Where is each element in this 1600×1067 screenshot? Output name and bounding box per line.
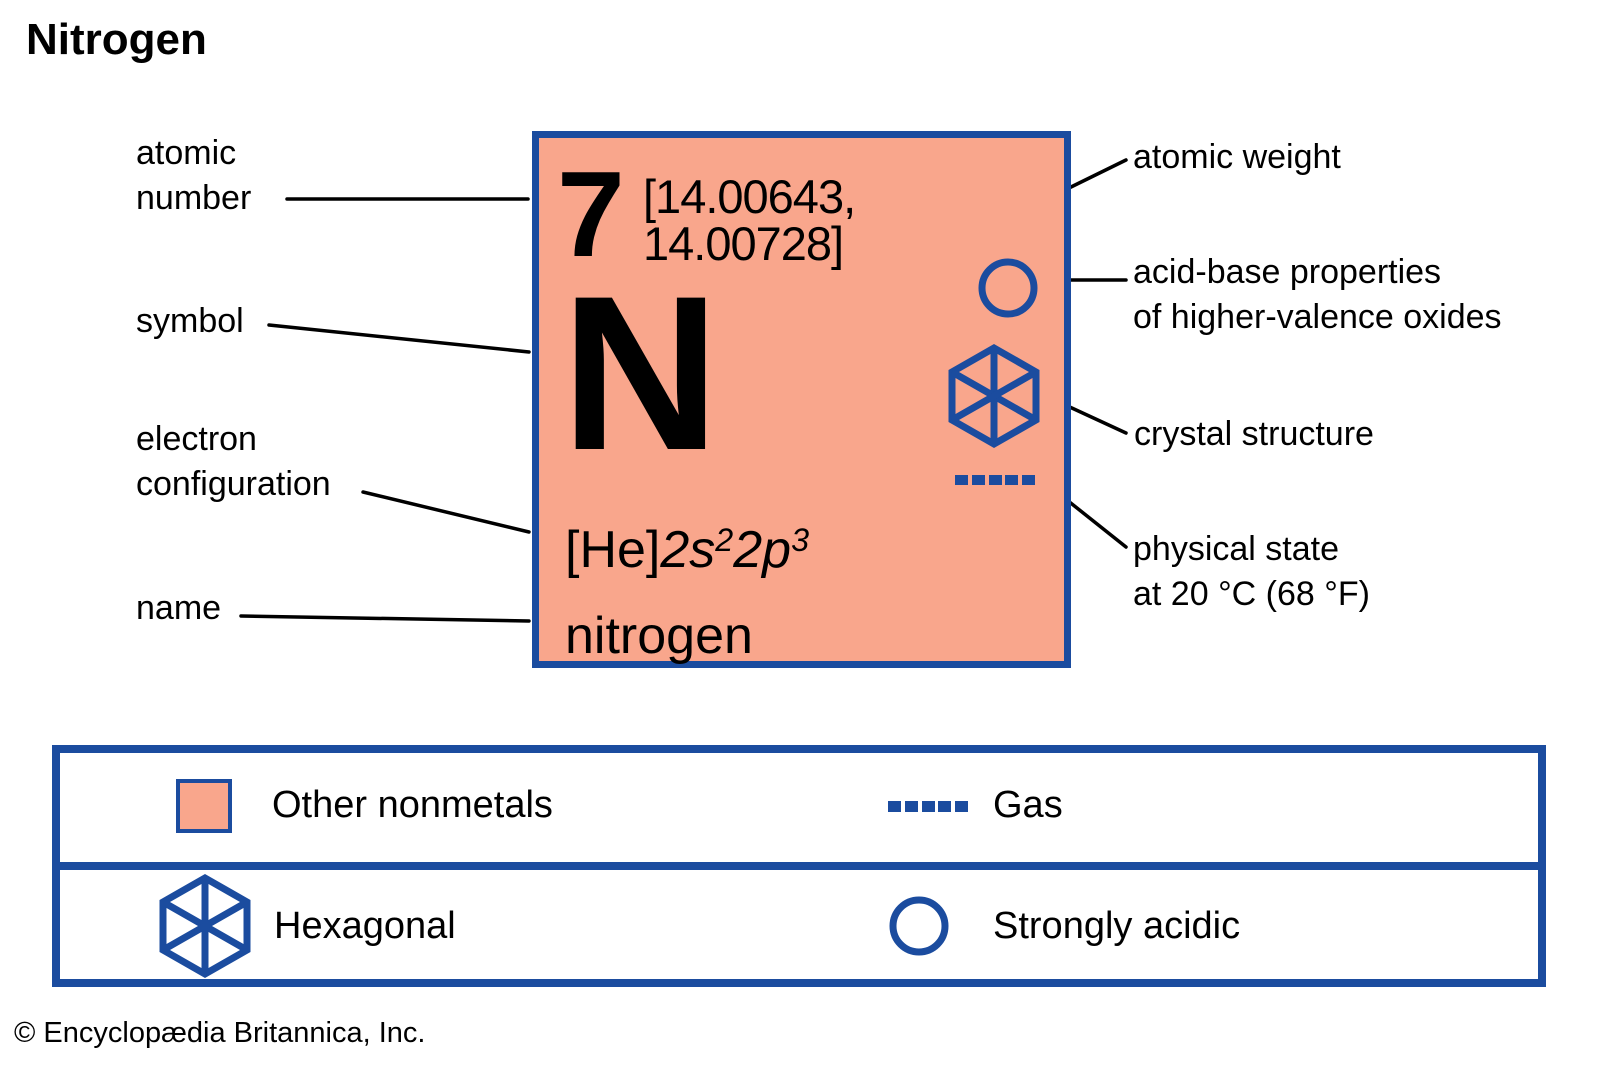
connector-electron-configuration xyxy=(361,490,531,534)
econfig-term2: 2p xyxy=(733,521,792,579)
page-title: Nitrogen xyxy=(26,15,207,64)
acid-base-circle-icon xyxy=(978,258,1038,318)
legend-label-strongly-acidic: Strongly acidic xyxy=(993,905,1241,947)
connector-atomic-weight xyxy=(1069,158,1128,189)
gas-dashed-line-icon xyxy=(888,801,968,812)
legend-label-hexagonal: Hexagonal xyxy=(274,905,456,947)
callout-atomic-number: atomic number xyxy=(136,134,252,217)
legend-label-gas: Gas xyxy=(993,784,1063,826)
callout-name: name xyxy=(136,589,222,627)
connector-symbol xyxy=(267,323,531,354)
atomic-number-value: 7 xyxy=(557,146,625,282)
crystal-structure-hexagonal-icon xyxy=(948,343,1040,449)
econfig-sup1: 2 xyxy=(715,521,734,558)
element-tile: 7 [14.00643, 14.00728] N [He]2s22p3 nitr… xyxy=(532,131,1071,668)
callout-atomic-weight: atomic weight xyxy=(1133,138,1341,176)
econfig-sup2: 3 xyxy=(791,521,810,558)
callout-electron-configuration: electron configuration xyxy=(136,420,331,503)
element-name: nitrogen xyxy=(565,607,753,665)
legend-label-other-nonmetals: Other nonmetals xyxy=(272,784,553,826)
hexagonal-crystal-icon xyxy=(159,873,251,979)
gas-state-dashed-icon xyxy=(955,475,1035,485)
element-symbol: N xyxy=(561,250,720,496)
legend-row-divider xyxy=(60,753,1538,870)
callout-acid-base-properties: acid-base properties of higher-valence o… xyxy=(1133,253,1502,336)
callout-symbol: symbol xyxy=(136,302,244,340)
legend-box xyxy=(52,745,1546,987)
other-nonmetals-swatch xyxy=(176,779,232,833)
callout-physical-state: physical state at 20 °C (68 °F) xyxy=(1133,530,1370,613)
econfig-term1: 2s xyxy=(660,521,716,579)
atomic-weight-value: [14.00643, 14.00728] xyxy=(643,170,856,270)
electron-configuration-value: [He]2s22p3 xyxy=(565,524,809,576)
econfig-prefix: [He] xyxy=(565,521,661,579)
copyright-notice: © Encyclopædia Britannica, Inc. xyxy=(14,1017,426,1049)
callout-crystal-structure: crystal structure xyxy=(1134,415,1374,453)
strongly-acidic-circle-icon xyxy=(889,896,949,956)
connector-name xyxy=(239,614,531,623)
